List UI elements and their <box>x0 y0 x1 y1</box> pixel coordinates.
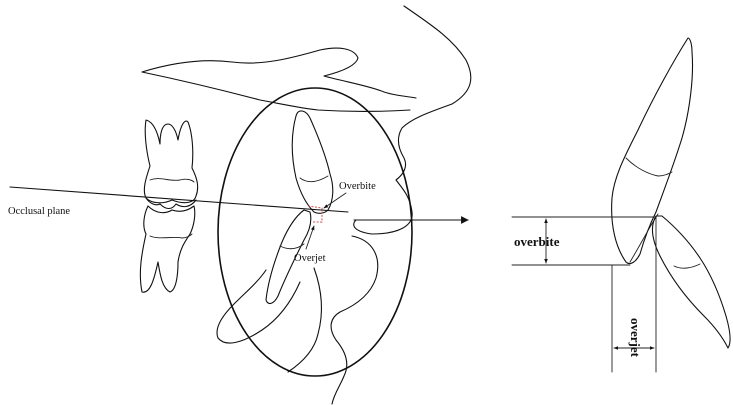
zoom-lower-incisor <box>653 216 731 348</box>
occlusal-plane-label: Occlusal plane <box>8 206 70 217</box>
left-figure: Occlusal plane Overbite Overjet <box>8 6 471 404</box>
occlusal-contact <box>146 198 196 209</box>
overjet-arrow <box>306 226 314 249</box>
upper-incisor-cej <box>300 176 328 182</box>
mandible-outline <box>331 236 378 404</box>
overbite-label-left: Overbite <box>339 181 376 192</box>
lower-lip-outline <box>217 270 300 343</box>
lower-molar <box>140 206 194 292</box>
overjet-label-right: overjet <box>628 318 643 358</box>
upper-incisor <box>292 111 333 213</box>
upper-incisor-outline <box>292 111 333 213</box>
upper-molar-crown-line <box>150 179 194 182</box>
overjet-label-left: Overjet <box>294 253 326 264</box>
overbite-label-right: overbite <box>514 234 560 249</box>
maxilla-outline <box>142 48 416 98</box>
zoom-upper-incisor-cej <box>626 158 672 176</box>
facial-profile-outline <box>354 6 471 234</box>
palate-line <box>142 72 410 112</box>
lower-molar-crown-line <box>150 234 192 238</box>
zoom-lower-incisor-cej <box>674 264 700 268</box>
right-figure: overbite overjet <box>512 38 730 372</box>
overbite-arrow <box>324 193 346 208</box>
molar-teeth <box>140 120 197 292</box>
upper-molar <box>144 120 197 203</box>
jaw-curve <box>288 268 321 372</box>
region-ellipse <box>218 88 412 376</box>
